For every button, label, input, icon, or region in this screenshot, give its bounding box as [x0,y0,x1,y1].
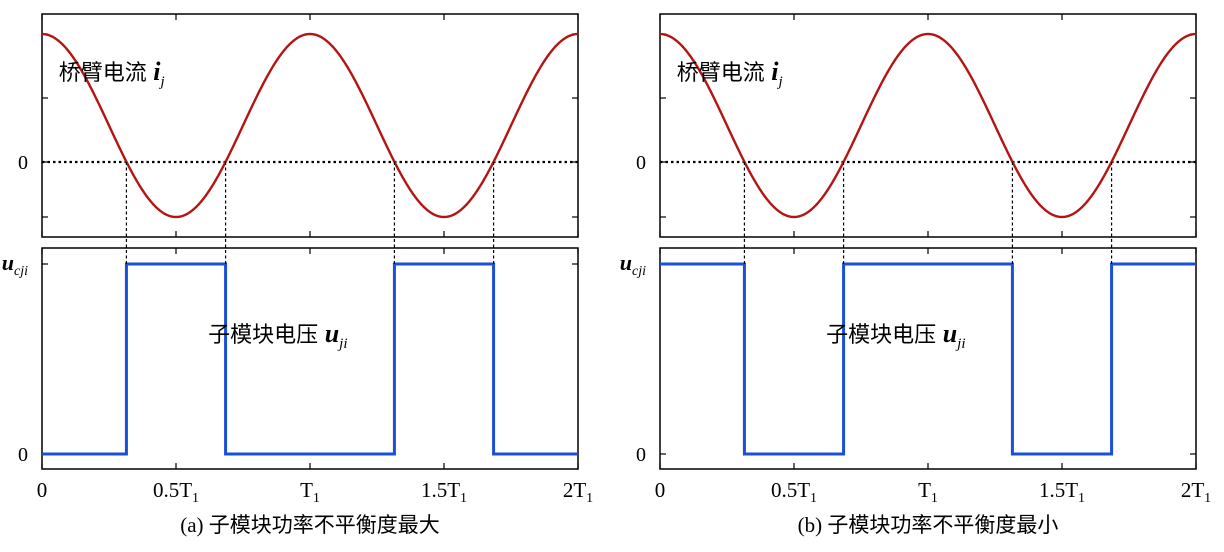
voltage-subscript: ji [955,336,965,352]
current-axes-frame [41,13,579,238]
y-zero-label-current: 0 [18,152,28,174]
x-tick-label: 0 [37,478,48,502]
x-tick-label: 1.5T1 [1039,478,1085,506]
x-tick-label: 2T1 [563,478,593,506]
x-tick-label: 0.5T1 [153,478,199,506]
x-tick-label-main: 1.5T [421,478,460,502]
panel-caption: (b) 子模块功率不平衡度最小 [798,513,1059,537]
x-tick-label-subscript: 1 [1204,491,1211,506]
x-tick-label: 0.5T1 [771,478,817,506]
y-high-subscript: cji [632,264,646,279]
x-tick-label-main: 1.5T [1039,478,1078,502]
x-tick-label: T1 [300,478,320,506]
x-tick-label-subscript: 1 [1078,491,1085,506]
current-label: 桥臂电流 ij [677,57,783,90]
y-zero-label-current: 0 [636,152,646,174]
x-tick-label: T1 [918,478,938,506]
y-high-symbol: u [2,250,14,275]
current-waveform [41,32,579,219]
x-tick-label-subscript: 1 [192,491,199,506]
y-zero-label-voltage: 0 [18,444,28,466]
current-label: 桥臂电流 ij [59,57,165,90]
voltage-axes-frame [41,247,579,470]
voltage-waveform [660,262,1196,456]
x-tick-label-subscript: 1 [313,491,320,506]
x-tick-label-main: 0.5T [771,478,810,502]
voltage-subscript: ji [337,336,347,352]
voltage-label: 子模块电压 uji [826,319,965,352]
x-tick-label-subscript: 1 [586,491,593,506]
x-tick-label-main: T [300,478,313,502]
x-tick-label-main: 0 [37,478,48,502]
voltage-symbol: u [936,319,957,348]
x-tick-label-subscript: 1 [810,491,817,506]
current-axes-frame [659,13,1197,238]
x-tick-label-subscript: 1 [931,491,938,506]
y-high-label: ucji [2,250,28,279]
current-subscript: j [158,74,164,90]
current-label-text: 桥臂电流 [677,61,765,86]
current-subscript: j [776,74,782,90]
voltage-axes-frame [659,247,1197,470]
x-tick-label-main: 0.5T [153,478,192,502]
y-high-label: ucji [620,250,646,279]
x-tick-label-subscript: 1 [460,491,467,506]
voltage-symbol: u [318,319,339,348]
y-high-subscript: cji [14,264,28,279]
x-tick-label-main: 0 [655,478,666,502]
y-zero-label-voltage: 0 [636,444,646,466]
current-label-text: 桥臂电流 [59,61,147,86]
voltage-label-text: 子模块电压 [208,323,318,348]
current-symbol: i [147,57,162,86]
y-high-symbol: u [620,250,632,275]
current-waveform [659,32,1197,219]
x-tick-label: 1.5T1 [421,478,467,506]
panel-caption: (a) 子模块功率不平衡度最大 [180,513,440,537]
x-tick-label-main: 2T [1181,478,1205,502]
x-tick-label-main: 2T [563,478,587,502]
x-tick-label: 2T1 [1181,478,1211,506]
x-tick-label-main: T [918,478,931,502]
voltage-label: 子模块电压 uji [208,319,347,352]
x-tick-label: 0 [655,478,666,502]
voltage-waveform [42,262,578,456]
voltage-label-text: 子模块电压 [826,323,936,348]
current-symbol: i [765,57,780,86]
